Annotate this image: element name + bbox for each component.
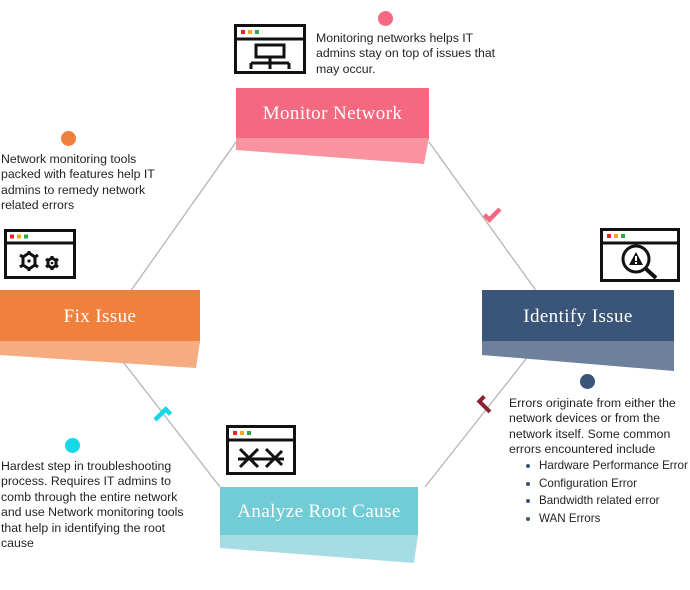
list-item: Hardware Performance Error bbox=[524, 457, 690, 475]
banner-fold-identify-issue bbox=[482, 341, 674, 371]
list-item: Configuration Error bbox=[524, 475, 690, 493]
note-identify-issue: Errors originate from either the network… bbox=[509, 396, 676, 457]
step-banner-identify-issue[interactable]: Identify Issue bbox=[482, 290, 674, 343]
network-topology-window-icon bbox=[234, 24, 306, 74]
gears-window-icon bbox=[4, 229, 76, 279]
accent-dot-fix-issue bbox=[61, 131, 76, 146]
banner-background bbox=[236, 88, 429, 140]
note-fix-issue: Network monitoring tools packed with fea… bbox=[1, 152, 155, 213]
fishbone-diagram-window-icon bbox=[226, 425, 296, 475]
banner-background bbox=[220, 487, 418, 537]
arrowhead-identify-to-analyze bbox=[476, 394, 492, 414]
note-monitor-network: Monitoring networks helps IT admins stay… bbox=[316, 31, 496, 76]
step-banner-fix-issue[interactable]: Fix Issue bbox=[0, 290, 200, 343]
error-type-list: Hardware Performance Error Configuration… bbox=[524, 457, 690, 527]
banner-fold-fix-issue bbox=[0, 341, 200, 368]
step-label-fix-issue: Fix Issue bbox=[63, 305, 137, 327]
step-banner-monitor-network[interactable]: Monitor Network bbox=[236, 88, 429, 140]
banner-background bbox=[482, 290, 674, 343]
note-analyze-root-cause: Hardest step in troubleshooting process.… bbox=[1, 459, 184, 551]
accent-dot-analyze-root-cause bbox=[65, 438, 80, 453]
arrowhead-analyze-to-fix bbox=[153, 406, 173, 422]
step-label-identify-issue: Identify Issue bbox=[523, 305, 633, 327]
accent-dot-monitor-network bbox=[378, 11, 393, 26]
list-item: WAN Errors bbox=[524, 510, 690, 528]
banner-fold-analyze-root-cause bbox=[220, 535, 418, 563]
connector-monitor-to-identify bbox=[428, 141, 538, 293]
step-label-analyze-root-cause: Analyze Root Cause bbox=[237, 501, 401, 522]
connector-fix-to-monitor bbox=[129, 141, 237, 293]
magnifier-warning-window-icon bbox=[600, 228, 680, 282]
connector-analyze-to-fix bbox=[109, 344, 221, 488]
banner-background bbox=[0, 290, 200, 343]
banner-fold-monitor-network bbox=[236, 138, 429, 164]
connector-identify-to-analyze bbox=[424, 344, 538, 488]
step-label-monitor-network: Monitor Network bbox=[262, 103, 403, 124]
arrowhead-monitor-to-identify bbox=[482, 207, 502, 223]
accent-dot-identify-issue bbox=[580, 374, 595, 389]
list-item: Bandwidth related error bbox=[524, 492, 690, 510]
step-banner-analyze-root-cause[interactable]: Analyze Root Cause bbox=[220, 487, 418, 537]
